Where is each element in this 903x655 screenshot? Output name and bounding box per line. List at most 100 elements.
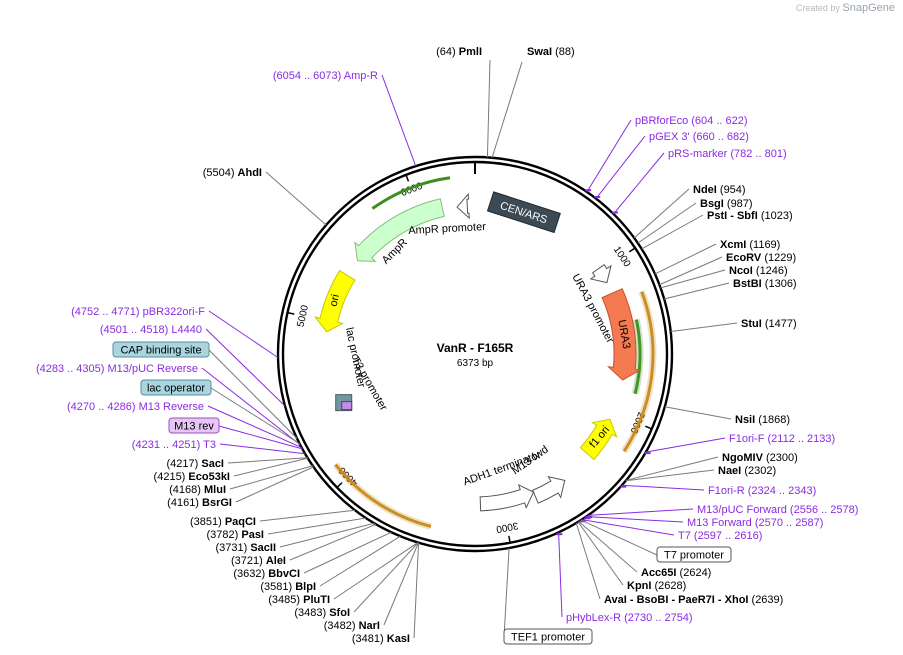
enzyme-right-5: NcoI (1246) [729,265,788,277]
enzyme-pmli: (64) PmlI [436,46,482,58]
enzyme-left-7-part: SacII [250,542,276,554]
enzyme-left-4-part: (4161) [167,497,199,509]
enzyme-right-12-part: KpnI [627,580,651,592]
enzyme-right-1: BsgI (987) [700,198,753,210]
orf-arc-halo [631,318,644,395]
leader-line [333,542,419,600]
enzyme-left-9-part: BbvCI [268,568,300,580]
enzyme-right-10: NaeI (2302) [718,465,776,477]
enzyme-right-0-part: (954) [720,184,746,196]
enzyme-right-8-part: NsiI [735,414,755,426]
leader-line [413,542,420,639]
enzyme-right-4: EcoRV (1229) [726,252,796,264]
enzyme-left-11: (3485) PluTI [268,594,330,606]
enzyme-left-6-part: PasI [241,529,264,541]
enzyme-right-7-part: StuI [741,318,762,330]
ampr-promoter-arrow [456,192,470,220]
enzyme-right-13-part: - BsoBI - PaeR7I - XhoI [630,594,749,606]
enzyme-left-3-part: (4168) [169,484,201,496]
primer-right-5-part: (2556 .. 2578) [790,504,859,516]
enzyme-right-12: KpnI (2628) [627,580,686,592]
primer-left-2-part: (4501 .. 4518) [100,324,169,336]
primer-right-1-part: (660 .. 682) [693,131,749,143]
enzyme-left-10: (3581) BlpI [260,581,316,593]
primer-right-8: pHybLex-R (2730 .. 2754) [566,612,693,624]
enzyme-right-4-part: (1229) [764,252,796,264]
leader-line [205,328,286,407]
primer-left-1-part: (4752 .. 4771) [71,306,140,318]
primer-left-1-part: pBR322ori-F [143,306,206,318]
cen-ars-feature: CEN/ARS [486,191,561,234]
enzyme-left-11-part: (3485) [268,594,300,606]
primer-left-0-part: (6054 .. 6073) [273,70,342,82]
leader-line [670,322,738,332]
primer-left-2: (4501 .. 4518) L4440 [100,324,202,336]
enzyme-right-9: NgoMIV (2300) [722,452,798,464]
enzyme-pmli-part: PmlI [459,46,482,58]
enzyme-right-7-part: (1477) [765,318,797,330]
enzyme-left-8: (3721) AleI [231,555,286,567]
leader-line [621,484,705,491]
box-cap_binding_site [112,341,210,358]
tick-mark [405,174,410,182]
enzyme-left-11-part: PluTI [303,594,330,606]
box-m13_rev [168,417,220,434]
primer-right-8-part: (2730 .. 2754) [624,612,693,624]
leader-line [660,269,726,289]
primer-right-7-part: T7 [678,530,691,542]
leader-line [219,443,306,455]
watermark-prefix: Created by [795,3,840,13]
leader-line [558,532,563,618]
enzyme-left-2-part: (4215) [154,471,186,483]
leader-line [625,469,715,482]
enzyme-right-2-part: - SbfI [730,210,758,222]
primer-right-0: pBRforEco (604 .. 622) [635,115,748,127]
enzyme-left-6: (3782) PasI [207,529,265,541]
leader-line [303,531,392,574]
enzyme-swai-part: (88) [555,46,575,58]
enzyme-left-12-part: (3483) [294,607,326,619]
enzyme-right-0-part: NdeI [693,184,717,196]
primer-right-5: M13/pUC Forward (2556 .. 2578) [697,504,858,516]
leader-line [587,508,694,516]
enzyme-left-7: (3731) SacII [215,542,276,554]
primer-left-4: (4270 .. 4286) M13 Reverse [67,401,204,413]
enzyme-left-12-part: SfoI [329,607,350,619]
primer-right-4: F1ori-R (2324 .. 2343) [708,485,816,497]
leader-line [580,519,658,556]
enzyme-left-1-part: SacI [201,458,224,470]
enzyme-right-3-part: (1169) [749,239,780,251]
primer-left-0: (6054 .. 6073) Amp-R [273,70,378,82]
primer-right-6: M13 Forward (2570 .. 2587) [687,517,823,529]
leader-line [210,387,300,445]
leader-line [645,437,726,453]
orf-arc [334,463,432,528]
leader-line [235,466,314,503]
tick-mark [287,311,295,315]
box-label-cap_binding_site: CAP binding site [120,345,201,357]
primer-right-7-part: (2597 .. 2616) [694,530,763,542]
enzyme-right-11: Acc65I (2624) [641,567,711,579]
orf-arc-halo [332,462,432,530]
enzyme-left-14-part: (3481) [352,633,384,645]
enzyme-left-13-part: (3482) [324,620,356,632]
tick-label: 5000 [296,304,312,329]
primer-left-3: (4283 .. 4305) M13/pUC Reverse [36,363,198,375]
enzyme-right-12-part: (2628) [655,580,687,592]
enzyme-swai: SwaI (88) [527,46,575,58]
leader-line [265,171,327,226]
enzyme-left-6-part: (3782) [207,529,239,541]
leader-line [227,457,308,464]
primer-right-7: T7 (2597 .. 2616) [678,530,762,542]
leader-line [233,457,308,477]
leader-line [654,243,717,275]
primer-left-5-part: T3 [203,439,216,451]
primer-right-5-part: M13/pUC Forward [697,504,787,516]
enzyme-left-2: (4215) Eco53kI [154,471,230,483]
enzyme-left-5: (3851) PaqCI [190,516,256,528]
enzyme-left-8-part: AleI [266,555,286,567]
enzyme-left-0: (5504) AhdI [203,167,262,179]
enzyme-right-3-part: XcmI [720,239,746,251]
enzyme-right-6-part: (1306) [765,278,797,290]
